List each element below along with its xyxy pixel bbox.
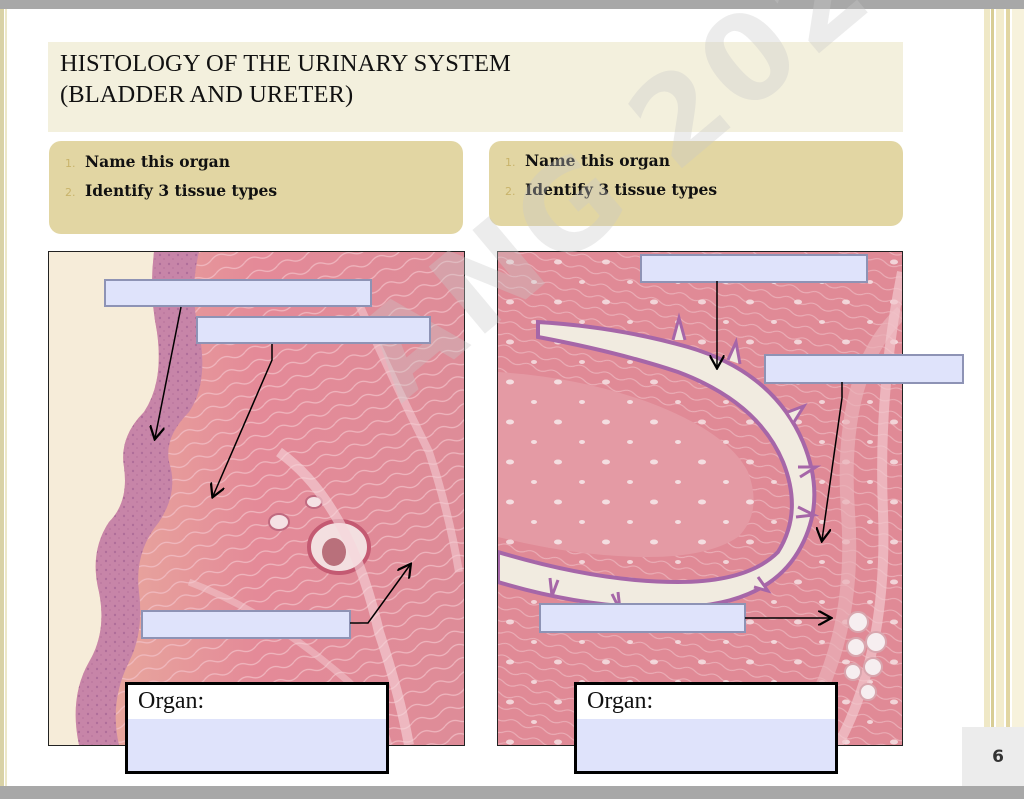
left-instruction-2: 2. Identify 3 tissue types xyxy=(65,181,277,200)
right-instruction-2: 2. Identify 3 tissue types xyxy=(505,180,717,199)
left-instructions: 1. Name this organ 2. Identify 3 tissue ty… xyxy=(49,141,463,234)
right-instruction-2-number: 2. xyxy=(505,185,516,198)
top-border xyxy=(0,0,1024,9)
left-instruction-2-text: Identify 3 tissue types xyxy=(85,181,278,200)
right-instruction-1: 1. Name this organ xyxy=(505,151,670,170)
left-instruction-1-text: Name this organ xyxy=(85,152,230,171)
page-number-box: 6 xyxy=(962,727,1024,786)
right-decor-stripes xyxy=(984,9,1024,727)
slide-title-line-1: HISTOLOGY OF THE URINARY SYSTEM xyxy=(60,50,511,77)
left-label-box-muscle[interactable] xyxy=(141,610,351,639)
right-organ-answer-field[interactable] xyxy=(577,719,835,771)
right-organ-answer-box[interactable]: Organ: xyxy=(574,682,838,774)
right-label-box-adventitia[interactable] xyxy=(539,603,746,633)
right-instructions: 1. Name this organ 2. Identify 3 tissue ty… xyxy=(489,141,903,226)
left-organ-label: Organ: xyxy=(138,688,205,714)
right-instruction-1-number: 1. xyxy=(505,156,516,169)
left-instruction-2-number: 2. xyxy=(65,186,76,199)
slide-title-line-2: (BLADDER AND URETER) xyxy=(60,81,354,108)
left-decor-stripe-inner xyxy=(5,9,7,786)
right-instruction-1-text: Name this organ xyxy=(525,151,670,170)
left-label-box-connective[interactable] xyxy=(196,316,431,344)
slide-title-box: HISTOLOGY OF THE URINARY SYSTEM (BLADDER… xyxy=(48,42,903,132)
right-label-box-epithelium[interactable] xyxy=(640,254,868,283)
right-organ-label: Organ: xyxy=(587,688,654,714)
bottom-border xyxy=(0,786,1024,799)
left-instruction-1: 1. Name this organ xyxy=(65,152,230,171)
right-instruction-2-text: Identify 3 tissue types xyxy=(525,180,718,199)
left-instruction-1-number: 1. xyxy=(65,157,76,170)
right-label-box-muscle[interactable] xyxy=(764,354,964,384)
left-organ-answer-field[interactable] xyxy=(128,719,386,771)
left-decor-stripe xyxy=(0,9,4,786)
left-organ-answer-box[interactable]: Organ: xyxy=(125,682,389,774)
left-label-box-epithelium[interactable] xyxy=(104,279,372,307)
page-number: 6 xyxy=(992,747,1004,767)
right-histology-image xyxy=(497,251,903,746)
